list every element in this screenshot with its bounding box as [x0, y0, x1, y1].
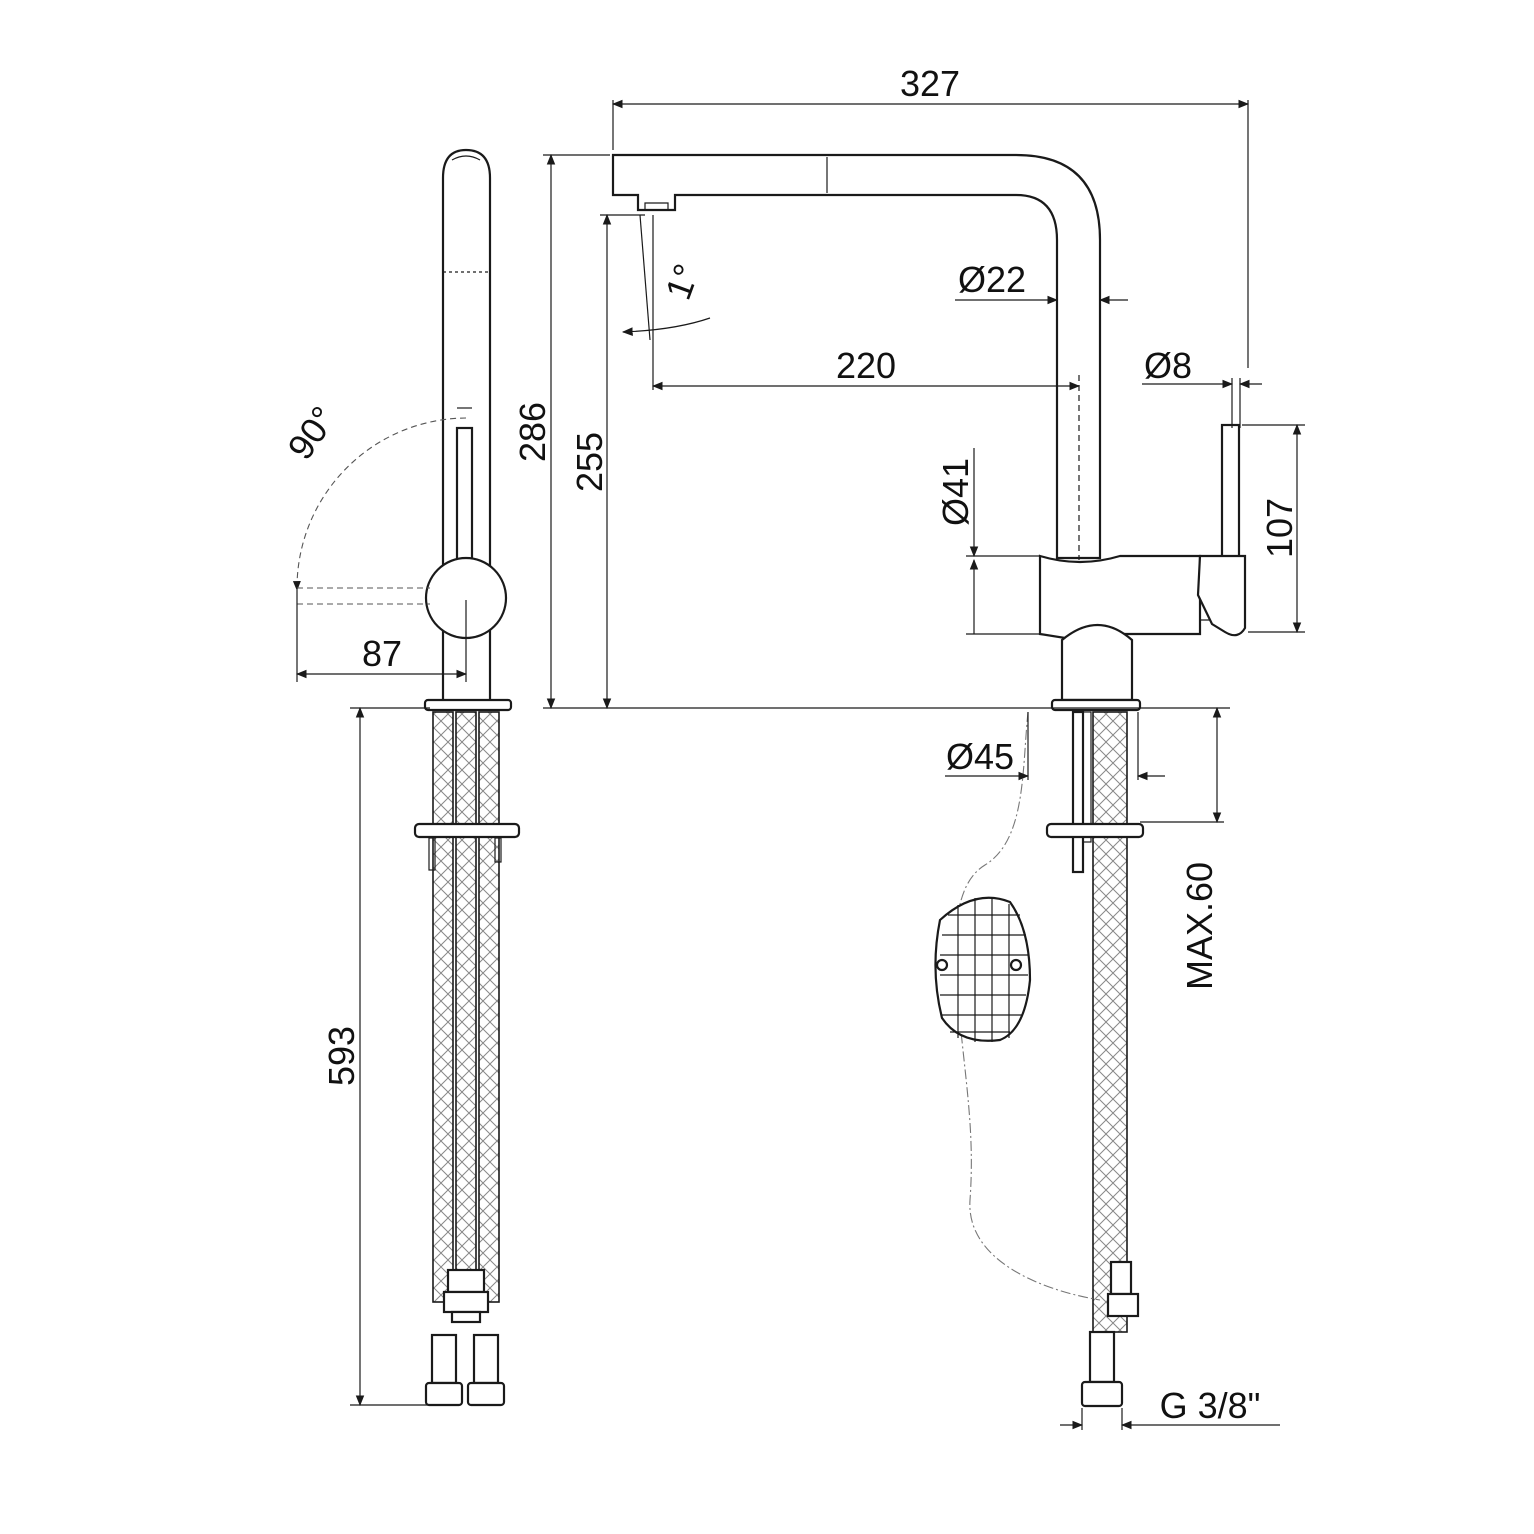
- label-lever-height: 107: [1259, 498, 1300, 558]
- side-hose-3: [478, 711, 500, 1303]
- label-spout-reach: 220: [836, 345, 896, 386]
- hose-loop-path: [954, 711, 1101, 1301]
- label-lever-diameter: Ø8: [1144, 345, 1192, 386]
- front-rod-1: [1071, 710, 1085, 874]
- front-lever: [1220, 423, 1241, 567]
- label-spout-diameter: Ø22: [958, 259, 1026, 300]
- side-lever: [455, 426, 474, 570]
- side-fitting-left: [430, 1333, 458, 1385]
- front-view: [543, 99, 1305, 1430]
- front-lever-hub: [1196, 554, 1247, 637]
- label-base-diameter: Ø45: [946, 736, 1014, 777]
- label-outlet-height: 255: [569, 432, 610, 492]
- side-hose-2: [455, 711, 477, 1303]
- front-fitting-upper: [1109, 1260, 1133, 1296]
- label-max-deck: MAX.60: [1179, 862, 1220, 990]
- label-total-height: 286: [512, 402, 553, 462]
- front-body: [1038, 554, 1202, 642]
- label-connection-thread: G 3/8": [1160, 1385, 1261, 1426]
- label-hose-length: 593: [321, 1026, 362, 1086]
- side-base: [423, 698, 513, 712]
- front-clamp-plate: [1045, 822, 1145, 839]
- label-lever-offset: 87: [362, 633, 402, 674]
- side-fitting-right: [472, 1333, 500, 1385]
- side-hose-1: [432, 711, 454, 1303]
- swing-arc: [292, 417, 467, 591]
- label-swing-angle: 90°: [279, 399, 344, 467]
- front-neck: [1060, 623, 1134, 702]
- front-hose: [1092, 711, 1128, 1333]
- front-spout: [611, 153, 1102, 560]
- label-tilt-angle: 1°: [657, 259, 707, 305]
- side-clamp-plate: [413, 822, 521, 839]
- side-fitting-mid: [446, 1268, 486, 1294]
- side-view: [292, 148, 521, 1407]
- side-spout-column: [441, 148, 492, 700]
- label-body-diameter: Ø41: [935, 458, 976, 526]
- front-fitting-lower: [1088, 1330, 1116, 1384]
- counterweight: [934, 896, 1032, 1042]
- label-overall-length: 327: [900, 63, 960, 104]
